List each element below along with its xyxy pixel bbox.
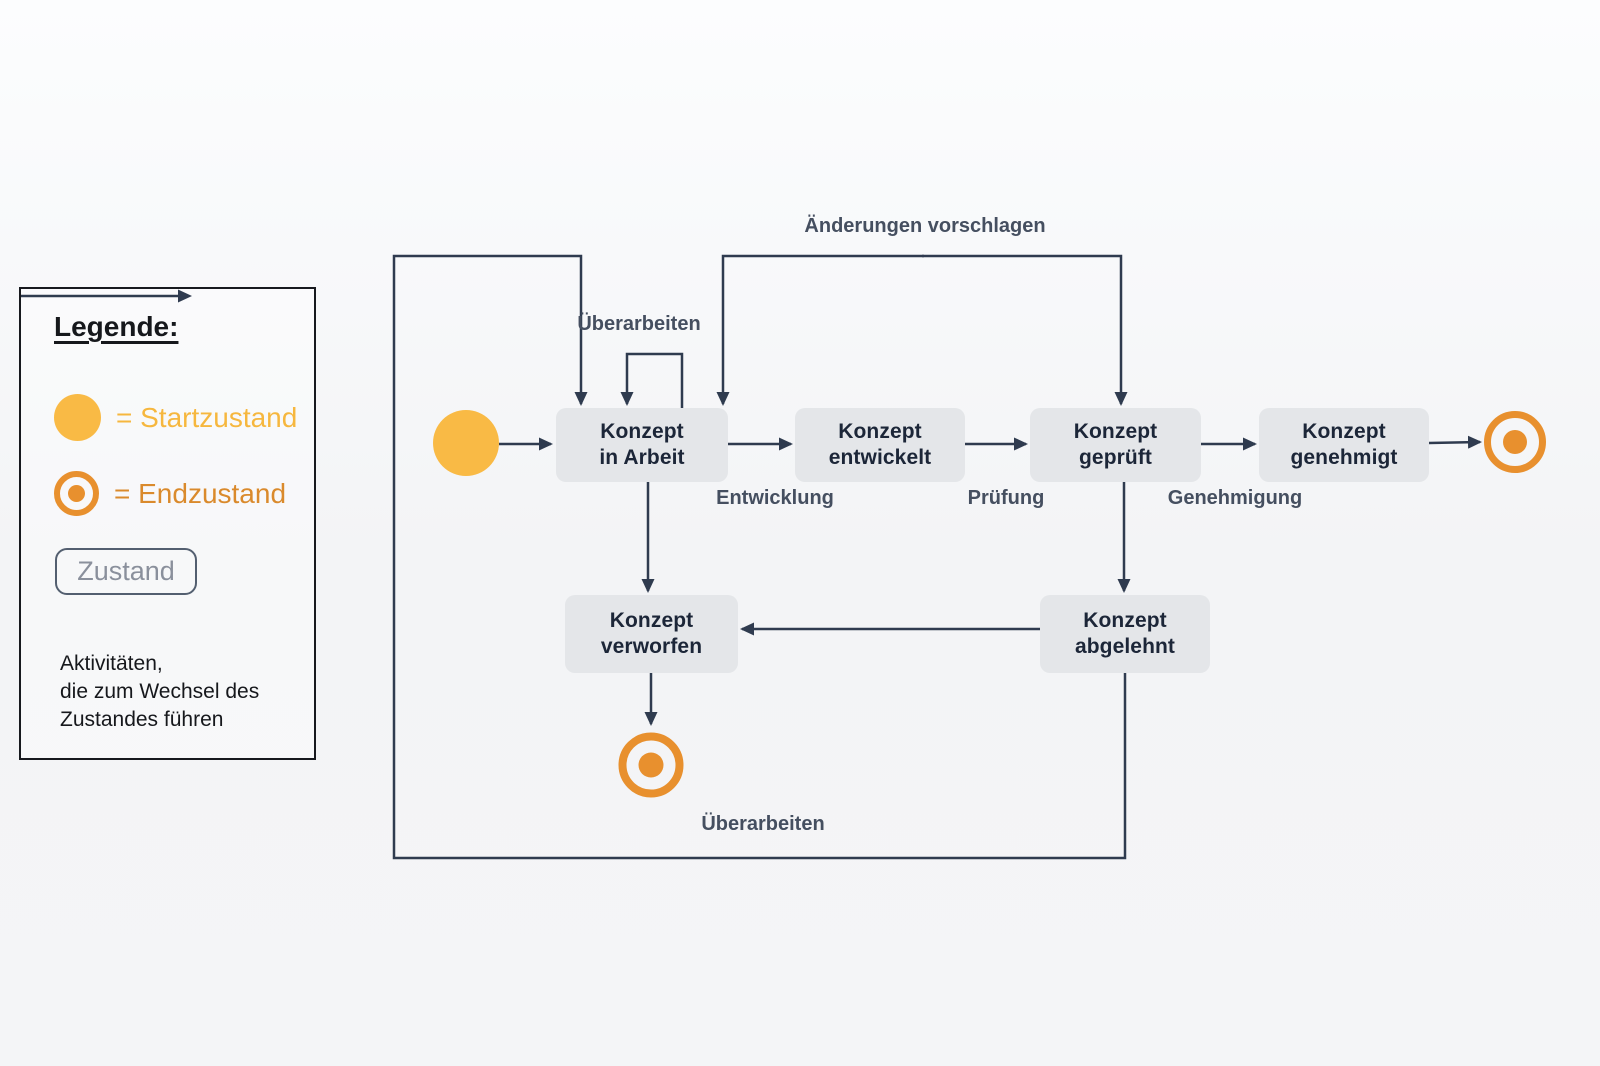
edge-aenderungen-to-geprueft [922,254,1128,406]
legend-end-state-icon [54,471,99,516]
edge-label-ueberarbeiten-loop: Überarbeiten [701,813,825,835]
edge-genehmigt-to-end [1428,435,1482,449]
state-konzept-genehmigt: Konzept genehmigt [1259,408,1429,482]
legend-start-row: = Startzustand [54,394,297,441]
legend-state-sample: Zustand [55,548,197,595]
state-konzept-verworfen: Konzept verworfen [565,595,738,673]
legend-end-label: = Endzustand [114,477,287,509]
state-konzept-in-arbeit: Konzept in Arbeit [556,408,728,482]
legend-start-label: = Startzustand [116,401,298,433]
edge-label-entwicklung: Entwicklung [716,487,834,509]
legend-end-row: = Endzustand [54,471,286,516]
state-konzept-entwickelt: Konzept entwickelt [795,408,965,482]
legend-start-state-icon [54,394,101,441]
edge-label-genehmigung: Genehmigung [1167,487,1303,509]
edge-label-pruefung: Prüfung [967,487,1045,509]
legend-arrow-icon [21,289,192,303]
legend-panel: Legende: = Startzustand = Endzustand Zus… [19,287,316,760]
edge-label-ueberarbeiten-self: Überarbeiten [577,313,701,335]
edge-aenderungen-to-in-arbeit [716,254,924,406]
edge-ueberarbeiten-self-loop [620,352,684,408]
final-state-icon-bottom [618,732,684,798]
final-state-icon-right [1484,411,1546,473]
edge-label-aenderungen-vorschlagen: Änderungen vorschlagen [804,215,1046,237]
legend-arrow-note: Aktivitäten, die zum Wechsel des Zustand… [60,652,260,731]
edge-ueberarbeiten-loop [392,254,1127,860]
start-state-icon [433,410,499,476]
state-konzept-abgelehnt: Konzept abgelehnt [1040,595,1210,673]
legend-title: Legende: [54,311,179,342]
state-konzept-geprueft: Konzept geprüft [1030,408,1201,482]
